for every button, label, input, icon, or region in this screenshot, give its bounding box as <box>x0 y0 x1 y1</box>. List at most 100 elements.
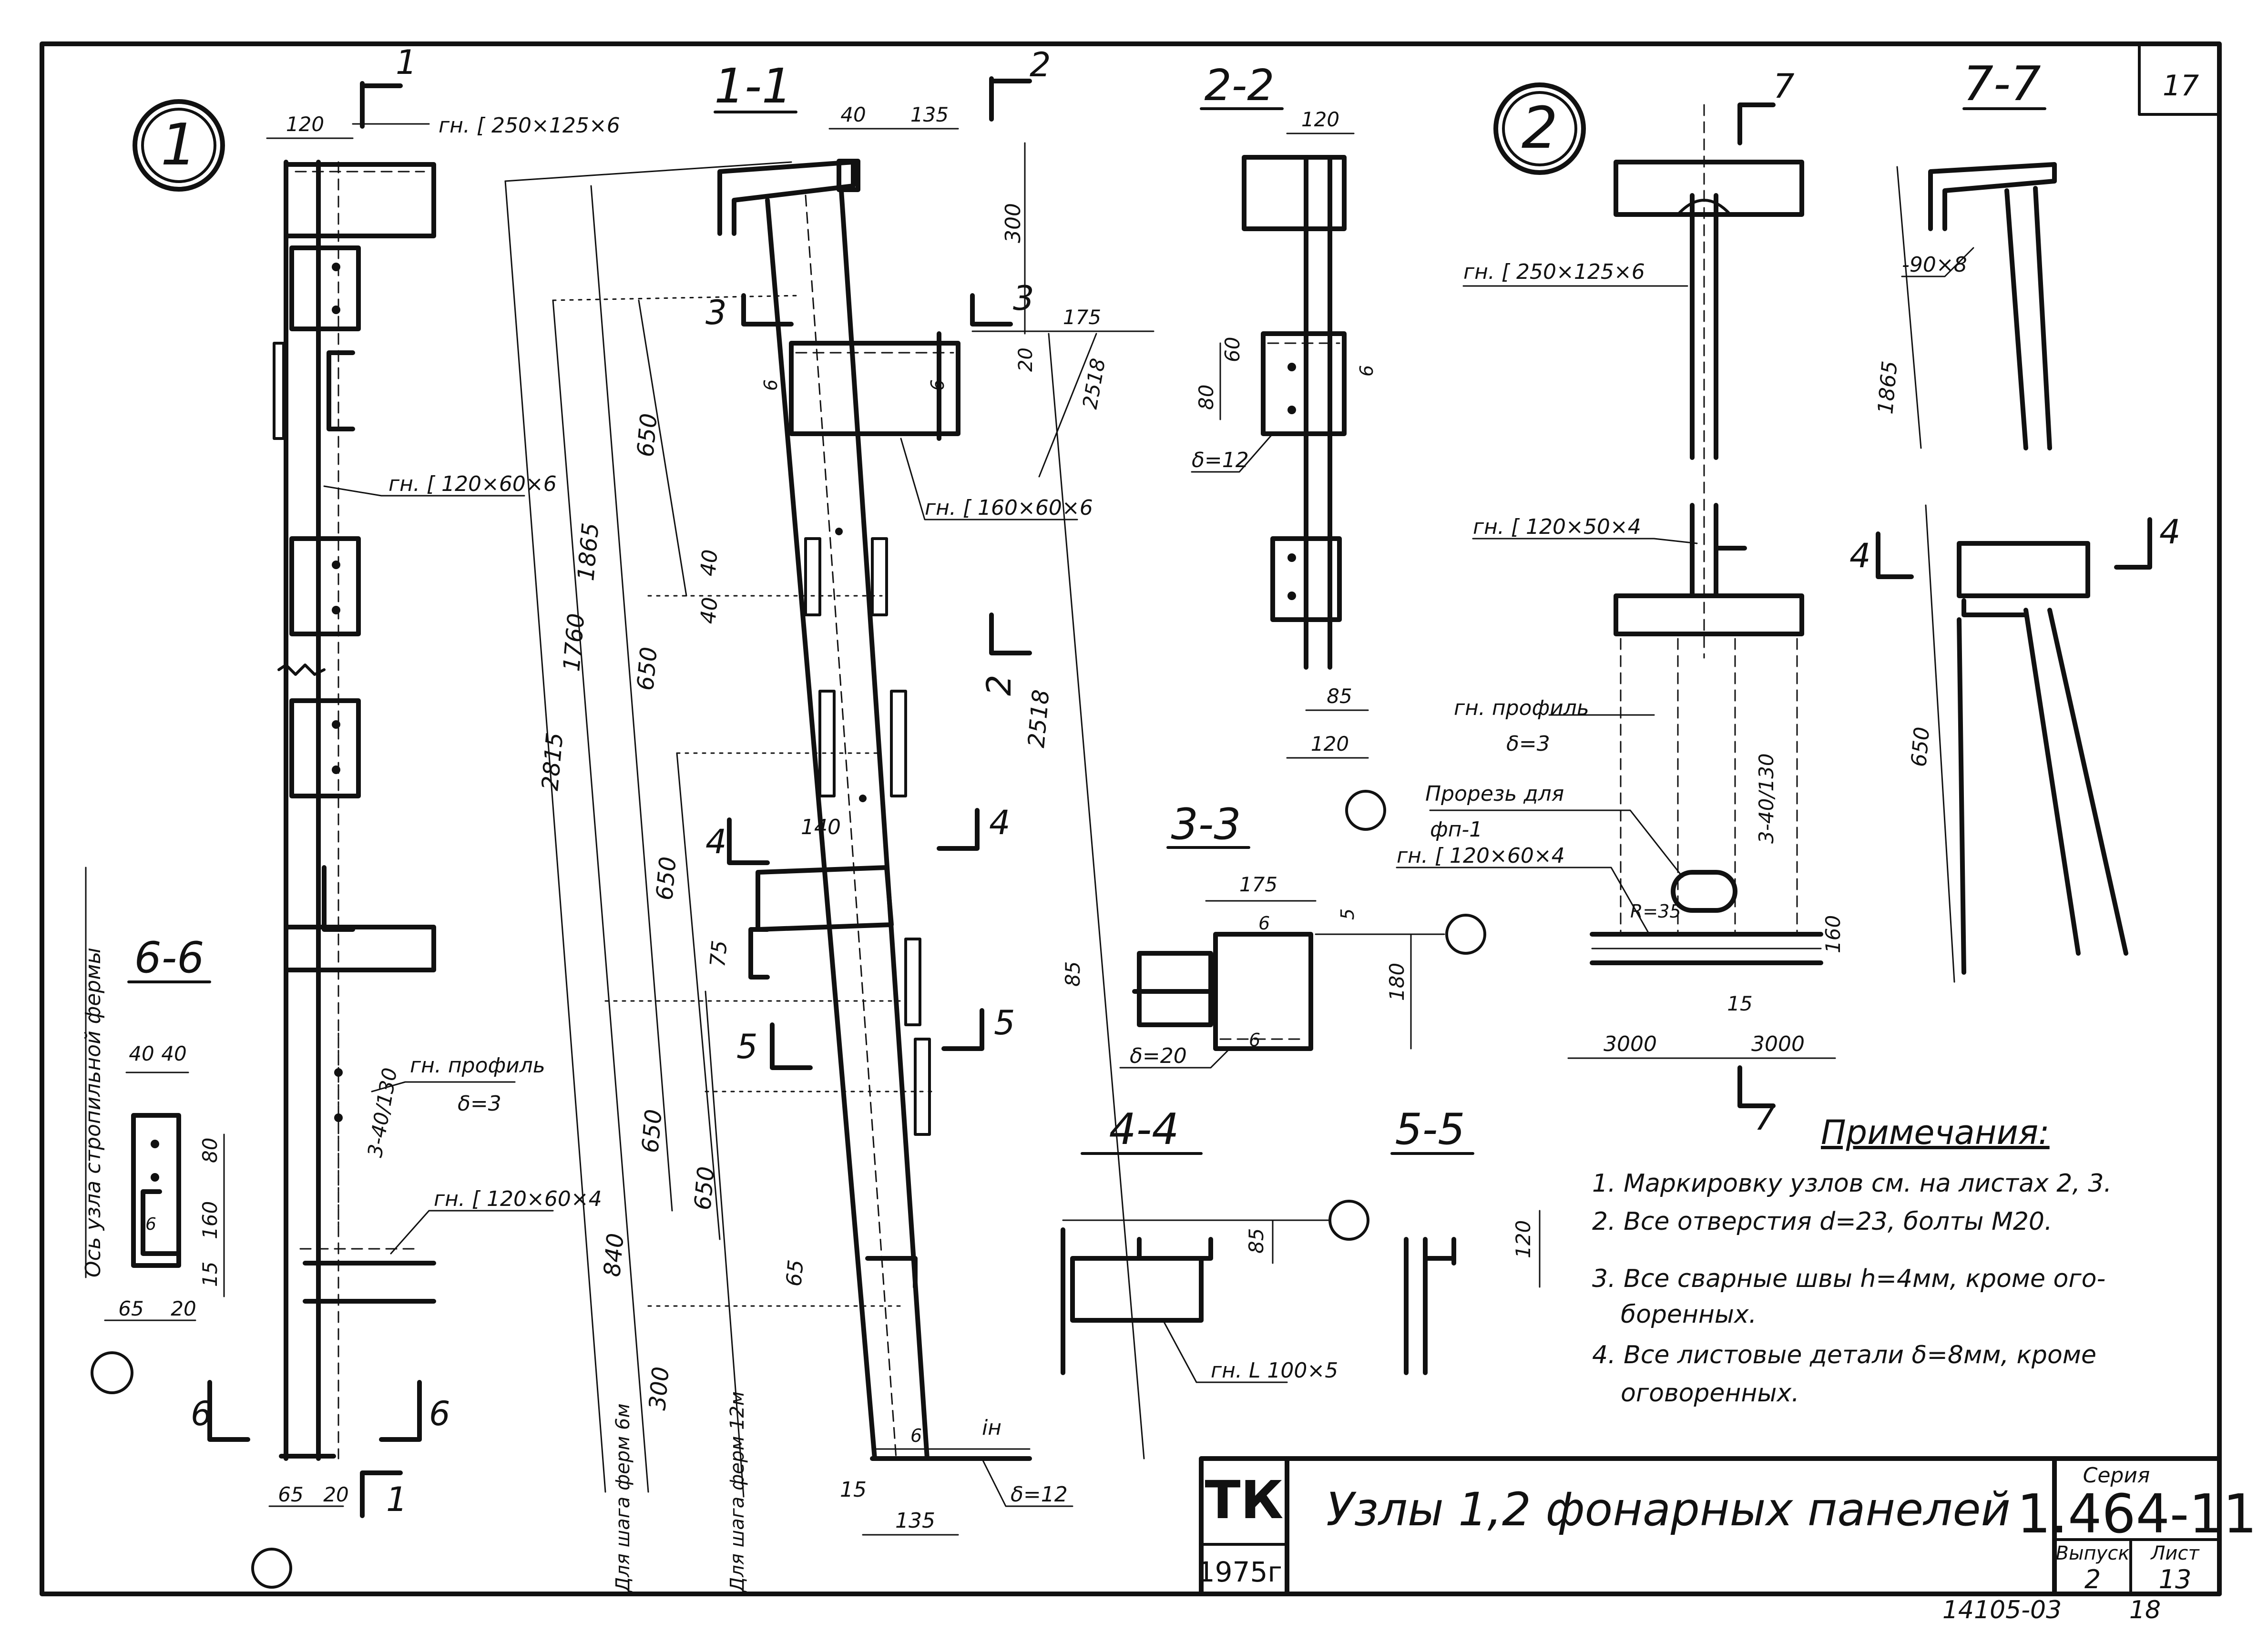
s22-d85: 85 <box>1327 684 1352 708</box>
s11-d650d: 650 <box>637 1108 667 1154</box>
node2-label-profile: гн. профиль <box>1454 696 1589 720</box>
s11-d300-right: 300 <box>1001 203 1025 243</box>
node1-cut-top: 1 <box>396 43 417 82</box>
section-6-6: 6-6 Ось узла стропильной фермы 40 40 80 … <box>81 867 225 1394</box>
archive-number: 14105-03 <box>1942 1596 2062 1624</box>
note-1: 1. Маркировку узлов см. на листах 2, 3. <box>1592 1169 2112 1198</box>
node1-label-cut: 3-40/130 <box>363 1066 402 1159</box>
s11-label-delta: δ=12 <box>1011 1482 1068 1507</box>
corner-number: 17 <box>2163 69 2199 102</box>
node-1-view: 1 120 65 20 г <box>133 43 620 1589</box>
s11-cut3b: 3 <box>1013 279 1034 318</box>
s44-d85: 85 <box>1245 1228 1268 1254</box>
s11-d20: 20 <box>1015 347 1037 372</box>
section-2-2-title: 2-2 <box>1205 61 1275 111</box>
section-7-7-title: 7-7 <box>1963 56 2041 112</box>
s55-d120: 120 <box>1512 1220 1535 1258</box>
s11-d65: 65 <box>782 1259 808 1287</box>
s11-weld-c: 6 <box>910 1425 922 1446</box>
section-6-6-axis-note: Ось узла стропильной фермы <box>81 948 105 1277</box>
s77-d1865: 1865 <box>1873 360 1902 415</box>
node2-label-profile-delta: δ=3 <box>1506 732 1550 756</box>
sheet-title: Узлы 1,2 фонарных панелей <box>1326 1483 2011 1536</box>
s33-85: 85 <box>1061 961 1084 987</box>
note-4: 4. Все листовые детали δ=8мм, кроме <box>1592 1341 2096 1369</box>
s66-d65: 65 <box>118 1297 143 1320</box>
section-3-3: 3-3 175 6 5 85 180 6 δ=20 <box>1061 799 1486 1069</box>
notes-heading: Примечания: <box>1821 1113 2050 1152</box>
section-7-7: 7-7 -90×8 1865 650 4 4 <box>1849 56 2181 983</box>
s11-cut5b: 5 <box>994 1003 1015 1042</box>
s22-top: 120 <box>1301 108 1339 131</box>
s11-d75: 75 <box>705 939 732 968</box>
s11-top-135: 135 <box>910 103 949 126</box>
s11-d135: 135 <box>895 1509 935 1533</box>
archive-page: 18 <box>2129 1596 2161 1624</box>
node1-label-channel-bottom: гн. [ 120×60×4 <box>434 1187 602 1211</box>
s33-6b: 6 <box>1249 1030 1260 1051</box>
s11-cut2-mid: 2 <box>980 674 1019 696</box>
node1-cut-bottom: 1 <box>386 1480 408 1519</box>
s33-6a: 6 <box>1258 913 1270 934</box>
node1-dim-65: 65 <box>278 1483 303 1506</box>
note-2: 2. Все отверстия d=23, болты М20. <box>1592 1207 2053 1236</box>
issue-number: 2 <box>2084 1564 2101 1594</box>
note-3: 3. Все сварные швы h=4мм, кроме ого- <box>1592 1265 2105 1293</box>
node1-cut-left: 6 <box>191 1394 212 1433</box>
s11-cut4a: 4 <box>705 822 727 861</box>
note-4b: оговоренных. <box>1621 1379 1799 1408</box>
s66-d20: 20 <box>171 1297 196 1320</box>
s11-d40b: 40 <box>696 596 723 625</box>
node1-label-channel-top: гн. [ 250×125×6 <box>439 113 620 138</box>
s11-weld-a: 6 <box>760 379 781 391</box>
s44-angle: гн. L 100×5 <box>1211 1358 1338 1383</box>
s22-d6: 6 <box>1356 365 1377 377</box>
s11-d650b: 650 <box>632 646 663 692</box>
s33-5: 5 <box>1337 908 1358 920</box>
s66-d160: 160 <box>198 1201 222 1239</box>
s11-d175: 175 <box>1063 306 1101 329</box>
node2-cut-note: 3-40/130 <box>1755 753 1778 844</box>
notes: Примечания: 1. Маркировку узлов см. на л… <box>1592 1113 2112 1408</box>
s11-d840: 840 <box>599 1232 629 1278</box>
node-1-label: 1 <box>161 112 197 178</box>
node1-label-profile: гн. профиль <box>410 1053 545 1078</box>
s11-d650e: 650 <box>689 1165 720 1211</box>
s33-top: 175 <box>1239 873 1277 896</box>
issue-label: Выпуск <box>2056 1542 2130 1564</box>
year-label: 1975г. <box>1197 1556 1291 1588</box>
s11-cut3a: 3 <box>705 293 727 332</box>
s11-d2815: 2815 <box>537 731 568 792</box>
s22-delta: δ=12 <box>1192 448 1249 472</box>
s11-cut5a: 5 <box>736 1027 758 1066</box>
title-block: ТК 1975г. Узлы 1,2 фонарных панелей Сери… <box>1197 1456 2257 1624</box>
node2-d160: 160 <box>1821 915 1845 953</box>
s66-w40a: 40 <box>129 1042 154 1065</box>
section-4-4-title: 4-4 <box>1109 1104 1179 1154</box>
s11-d40a: 40 <box>696 549 723 577</box>
node1-label-channel-mid: гн. [ 120×60×6 <box>388 472 557 496</box>
s22-d60: 60 <box>1221 337 1244 362</box>
s33-180: 180 <box>1385 963 1409 1001</box>
node2-label-slot: Прорезь для <box>1425 782 1564 806</box>
node2-d3000-right: 3000 <box>1751 1032 1805 1056</box>
s11-weld-b: 6 <box>927 379 948 391</box>
s11-d140: 140 <box>801 815 841 839</box>
node-2-label: 2 <box>1522 95 1558 162</box>
s11-d300: 300 <box>644 1366 674 1411</box>
sheet-number: 13 <box>2159 1564 2192 1594</box>
section-2-2: 2-2 120 60 80 6 δ=12 85 120 <box>1191 61 1386 831</box>
node2-d15: 15 <box>1727 992 1752 1015</box>
s77-cut-right: 4 <box>2159 512 2181 551</box>
s66-d80: 80 <box>198 1138 222 1163</box>
s11-d2518b: 2518 <box>1023 688 1054 749</box>
s77-d650: 650 <box>1907 726 1934 768</box>
s22-d80: 80 <box>1195 385 1218 410</box>
node2-cut-bottom: 7 <box>1754 1099 1776 1138</box>
s11-d1865: 1865 <box>572 521 604 582</box>
section-4-4: 4-4 85 гн. L 100×5 <box>1061 1104 1369 1383</box>
s11-label-channel: гн. [ 160×60×6 <box>925 496 1093 520</box>
s33-delta: δ=20 <box>1130 1044 1187 1068</box>
s22-bottom: 120 <box>1311 732 1349 755</box>
